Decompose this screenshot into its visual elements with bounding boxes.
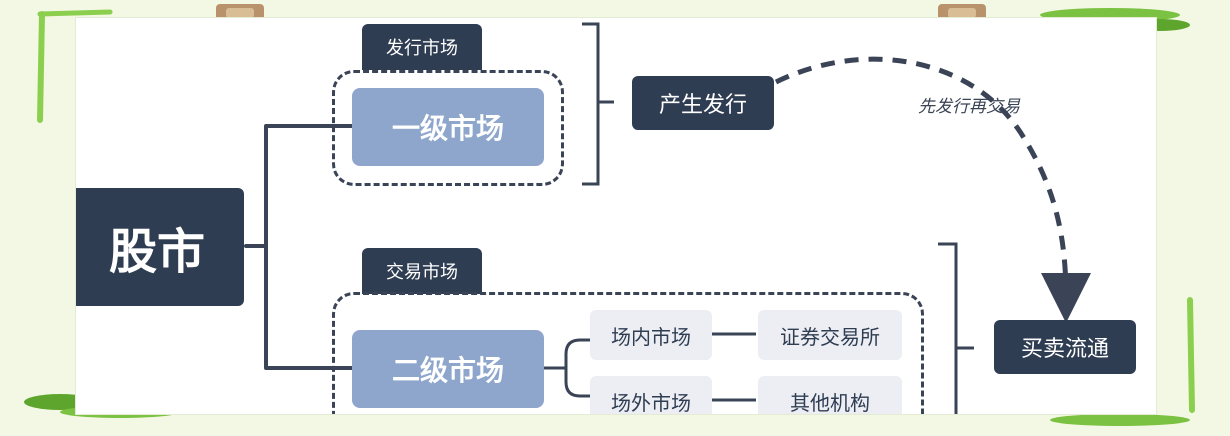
bamboo-stroke-top-left xyxy=(37,9,113,17)
flow-label: 先发行再交易 xyxy=(918,97,1020,117)
flow-arrow xyxy=(774,56,1091,323)
branch-market-node: 场内市场 xyxy=(590,310,712,360)
secondary-market-node: 二级市场 xyxy=(352,330,544,408)
branch-venue-node: 其他机构 xyxy=(758,376,902,414)
bamboo-stroke-left xyxy=(37,11,45,123)
branch-connector xyxy=(544,338,590,398)
secondary-bracket xyxy=(938,242,974,414)
root-connector xyxy=(244,124,354,370)
bamboo-stroke-right xyxy=(1187,297,1195,413)
root-node: 股市 xyxy=(76,188,244,306)
diagram-panel: 股市 发行市场 一级市场 产生发行 先发行再交易 交易市场 二级市场 场内市场 … xyxy=(76,18,1156,414)
primary-market-node: 一级市场 xyxy=(352,88,544,166)
primary-dashed-frame xyxy=(332,70,564,186)
connector-lines xyxy=(244,22,1091,414)
primary-bracket xyxy=(582,22,614,186)
branch-venue-node: 证券交易所 xyxy=(758,310,902,360)
secondary-tab: 交易市场 xyxy=(362,248,482,294)
branch-market-node: 场外市场 xyxy=(590,376,712,414)
circulation-node: 买卖流通 xyxy=(994,320,1136,374)
secondary-dashed-frame xyxy=(332,292,924,414)
primary-tab: 发行市场 xyxy=(362,24,482,70)
issuance-node: 产生发行 xyxy=(632,76,774,130)
leaf-icon xyxy=(1050,414,1190,426)
